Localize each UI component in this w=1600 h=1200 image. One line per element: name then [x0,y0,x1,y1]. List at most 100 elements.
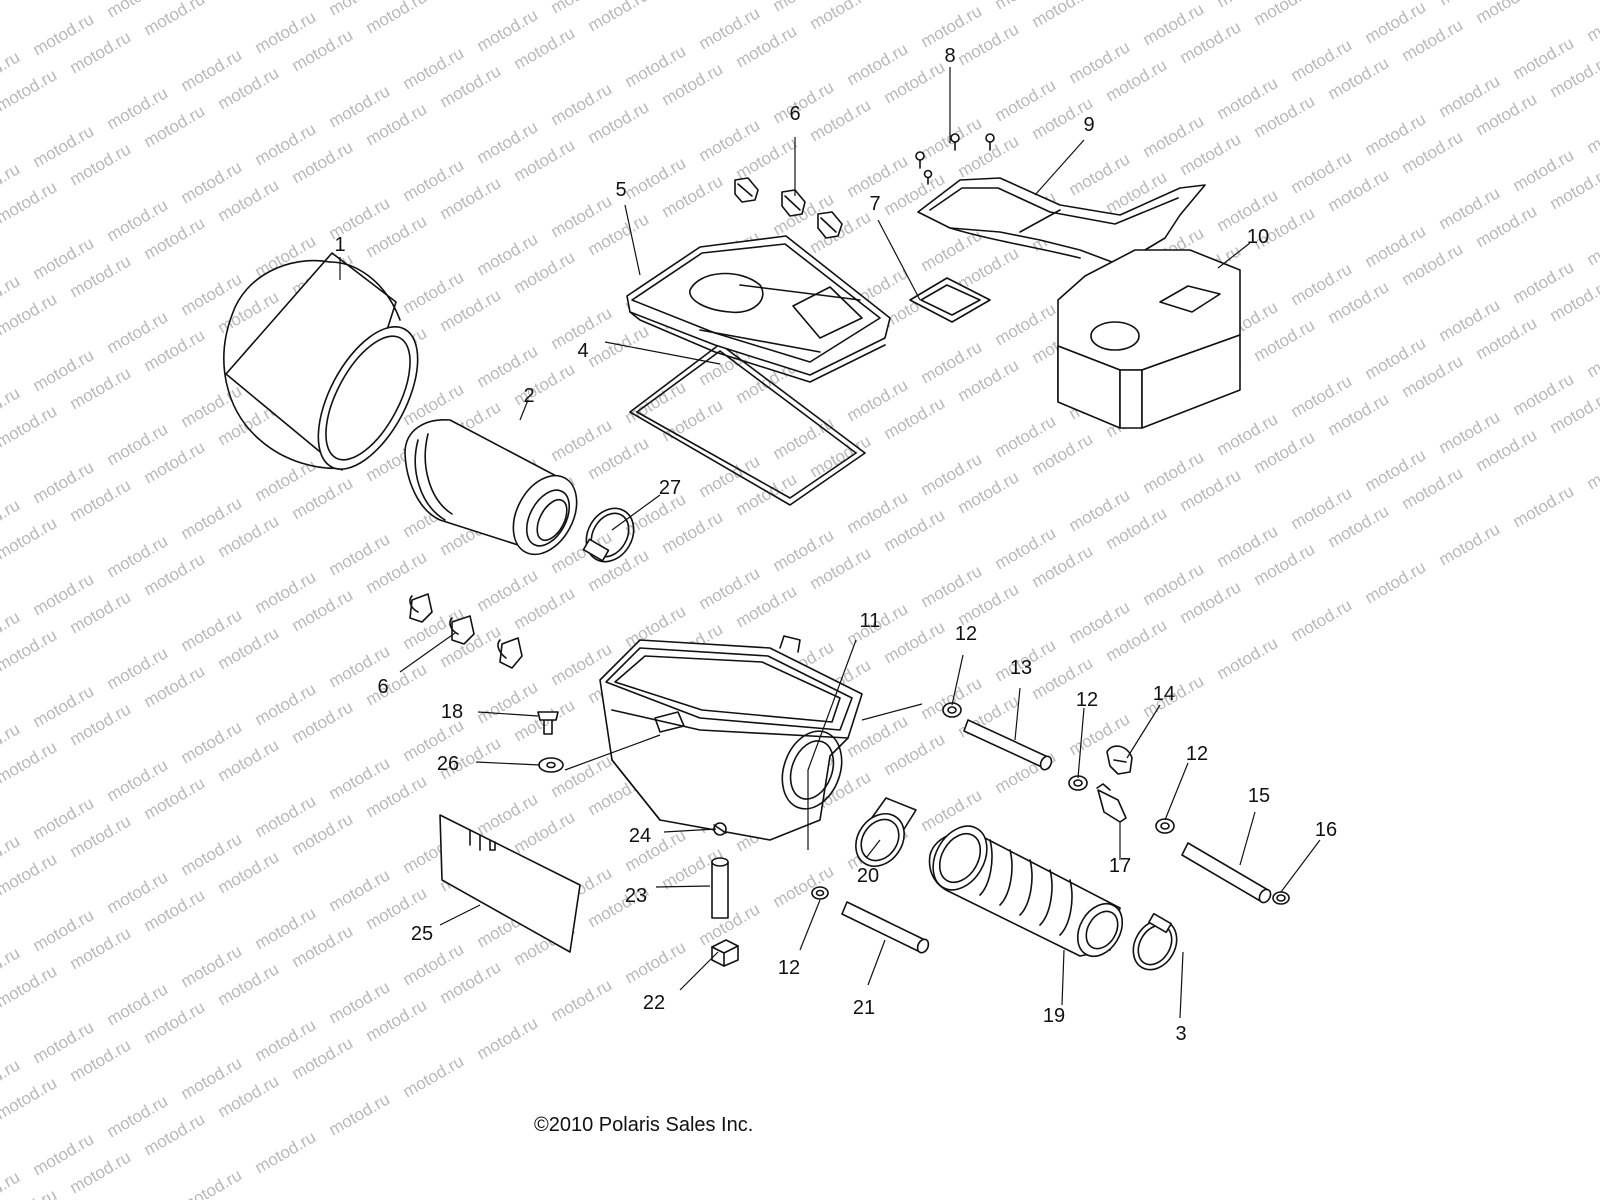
pre-filter-sleeve[interactable] [223,252,438,485]
callout-part-12a: 12 [955,623,977,645]
outlet-clamp[interactable] [1125,912,1186,977]
watermark-text: motod.ru [0,513,60,563]
watermark-text: motod.ru [1251,0,1319,29]
watermark-text: motod.ru [622,937,690,987]
watermark-text: motod.ru [1029,0,1097,31]
watermark-text: motod.ru [178,1165,246,1200]
watermark-text: motod.ru [0,1167,23,1200]
screw-group[interactable] [915,133,995,185]
callout-part-14: 14 [1153,683,1175,705]
callout-part-16: 16 [1315,819,1337,841]
callouts: 1 2 3 4 5 6 6 7 8 9 10 11 12 12 12 12 13… [334,45,1337,1045]
hose-clamp-12b[interactable] [1068,775,1088,791]
watermark-text: motod.ru [0,401,60,451]
hose-clip[interactable] [1106,745,1133,775]
callout-part-6-lower: 6 [377,676,388,698]
watermark-text: motod.ru [0,1073,60,1123]
callout-part-13: 13 [1010,657,1032,679]
intake-gasket[interactable] [909,277,991,323]
watermark-text: motod.ru [0,177,60,227]
watermark-text: motod.ru [1362,557,1430,607]
watermark-text: motod.ru [363,0,431,37]
watermark-text: motod.ru [1288,595,1356,645]
check-valve[interactable] [1096,783,1127,823]
callout-part-1: 1 [334,234,345,256]
hose-clamp-12d[interactable] [811,886,829,900]
watermark-text: motod.ru [1584,443,1600,493]
watermark-text: motod.ru [1584,107,1600,157]
watermark-text: motod.ru [1214,633,1282,683]
callout-part-4: 4 [577,340,588,362]
callout-part-20: 20 [857,865,879,887]
callout-part-18: 18 [441,701,463,723]
callout-part-15: 15 [1248,785,1270,807]
outlet-boot[interactable] [922,817,1131,965]
callout-part-6-upper: 6 [789,103,800,125]
filter-clamp[interactable] [577,500,643,570]
push-rivet[interactable] [537,711,559,735]
watermark-text: motod.ru [0,737,60,787]
callout-part-2: 2 [523,385,534,407]
callout-part-12d: 12 [778,957,800,979]
watermark-text: motod.ru [141,0,209,39]
tube-clamp[interactable] [1272,891,1290,905]
hose-clamp-12c[interactable] [1155,818,1175,834]
watermark-text: motod.ru [1510,481,1578,531]
copyright-notice: ©2010 Polaris Sales Inc. [534,1114,753,1136]
callout-part-8: 8 [944,45,955,67]
watermark-text: motod.ru [1473,0,1541,27]
watermark-text: motod.ru [0,849,60,899]
callout-part-7: 7 [869,193,880,215]
callout-part-21: 21 [853,997,875,1019]
callout-part-5: 5 [615,179,626,201]
callout-part-9: 9 [1083,114,1094,136]
watermark-text: motod.ru [0,961,60,1011]
callout-part-12c: 12 [1186,743,1208,765]
watermark-text: motod.ru [807,0,875,33]
watermark-text: motod.ru [585,0,653,35]
callout-part-19: 19 [1043,1005,1065,1027]
watermark-text: motod.ru [474,1013,542,1063]
callout-part-24: 24 [629,825,651,847]
callout-part-23: 23 [625,885,647,907]
watermark-text: motod.ru [326,1089,394,1139]
callout-part-12b: 12 [1076,689,1098,711]
watermark-text: motod.ru [0,625,60,675]
callout-part-10: 10 [1247,226,1269,248]
watermark-text: motod.ru [1436,519,1504,569]
heat-shield[interactable] [439,814,581,953]
boot-ring[interactable] [846,797,917,876]
cover-clip-group-lower[interactable] [409,593,523,669]
callout-part-17: 17 [1109,855,1131,877]
hose-clamp-12a[interactable] [942,702,962,718]
watermark-text: motod.ru [770,861,838,911]
airbox-cover[interactable] [626,235,891,383]
callout-part-27: 27 [659,477,681,499]
cover-seal[interactable] [629,343,866,506]
watermark-text: motod.ru [252,1127,320,1177]
breather-tube-15[interactable] [1181,842,1273,905]
drain-tube-23[interactable] [711,857,729,919]
air-filter-element[interactable] [404,419,589,565]
cover-clip-group-upper[interactable] [734,177,843,239]
watermark-text: motod.ru [1584,0,1600,45]
watermark-text: motod.ru [0,0,60,3]
airbox-base[interactable] [599,635,863,841]
callout-part-22: 22 [643,992,665,1014]
watermark-text: motod.ru [0,289,60,339]
callout-part-25: 25 [411,923,433,945]
watermark-text: motod.ru [0,65,60,115]
breather-tube-13[interactable] [963,719,1053,771]
washer[interactable] [538,757,564,773]
callout-part-11: 11 [860,610,881,632]
watermark-text: motod.ru [1584,331,1600,381]
watermark-text: motod.ru [1584,219,1600,269]
callout-part-3: 3 [1175,1023,1186,1045]
drain-tube-21[interactable] [841,901,930,954]
watermark-text: motod.ru [400,1051,468,1101]
drain-plug[interactable] [711,939,739,967]
foam-block[interactable] [1057,249,1241,429]
